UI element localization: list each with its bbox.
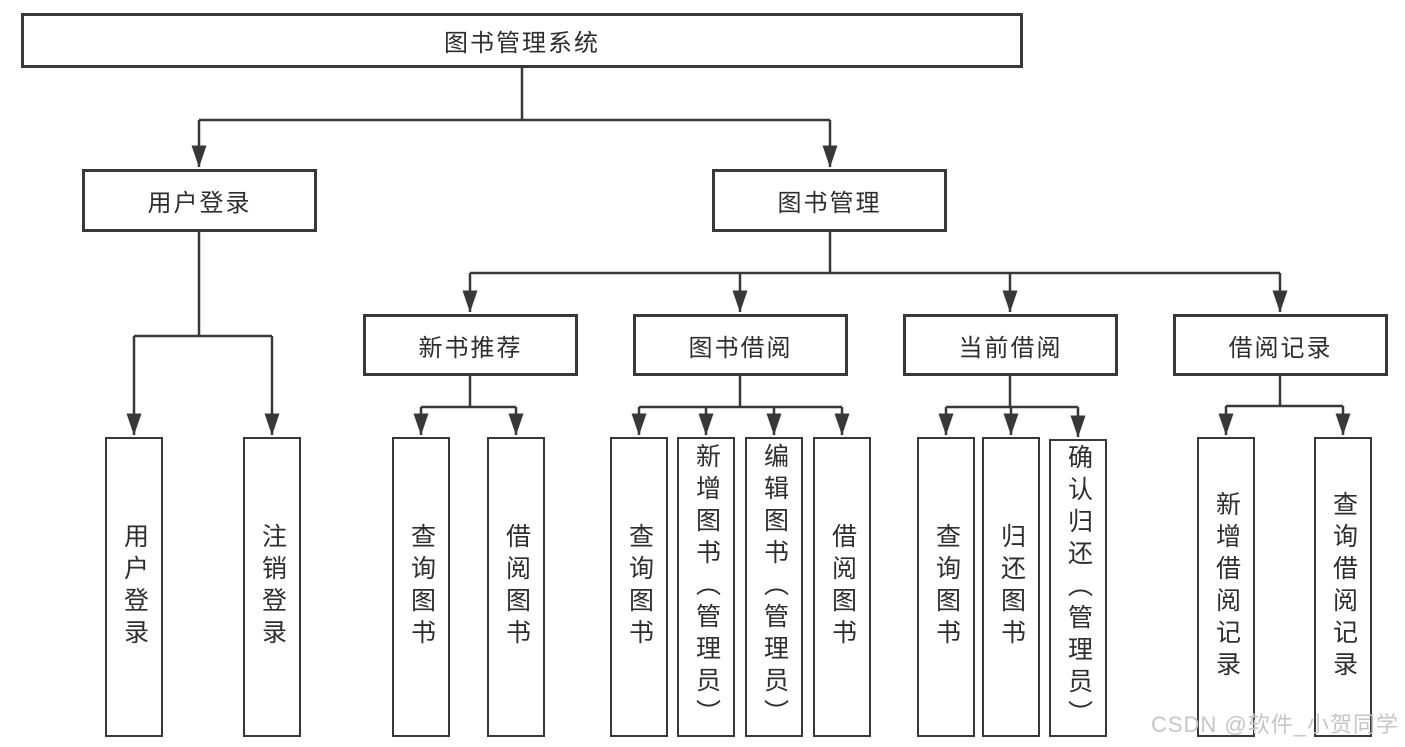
leaf-bb-add-books-admin: 新增图书（管理员） [677,437,735,737]
wire-cb-leaves [946,376,1078,409]
node-user-login: 用户登录 [82,169,317,232]
leaf-user-login: 用户登录 [105,437,163,737]
node-borrow-records: 借阅记录 [1173,314,1388,376]
wire-br-leaves [1226,376,1343,408]
leaf-br-query-record: 查询借阅记录 [1314,437,1372,737]
leaf-br-add-record: 新增借阅记录 [1197,437,1255,737]
node-current-borrow: 当前借阅 [903,314,1118,376]
leaf-rec-query-books: 查询图书 [392,437,450,737]
node-book-management: 图书管理 [712,169,947,232]
leaf-bb-borrow-books: 借阅图书 [813,437,871,737]
csdn-watermark: CSDN @软件_小贺同学 [1150,712,1399,737]
wire-root-l2 [199,68,830,122]
leaf-cb-return-books: 归还图书 [982,437,1040,737]
wire-rec-leaves [421,376,516,409]
wire-mgmt-l3 [470,232,1280,275]
wire-bb-leaves [639,376,842,409]
node-book-borrow: 图书借阅 [633,314,848,376]
leaf-bb-query-books: 查询图书 [610,437,668,737]
wire-user-leaves [134,232,272,338]
node-new-book-recommend: 新书推荐 [363,314,578,376]
node-root: 图书管理系统 [21,13,1023,68]
leaf-rec-borrow-books: 借阅图书 [487,437,545,737]
leaf-cb-confirm-return-admin: 确认归还（管理员） [1049,439,1107,737]
leaf-bb-edit-books-admin: 编辑图书（管理员） [745,437,803,737]
leaf-cb-query-books: 查询图书 [917,437,975,737]
leaf-logout: 注销登录 [243,437,301,737]
